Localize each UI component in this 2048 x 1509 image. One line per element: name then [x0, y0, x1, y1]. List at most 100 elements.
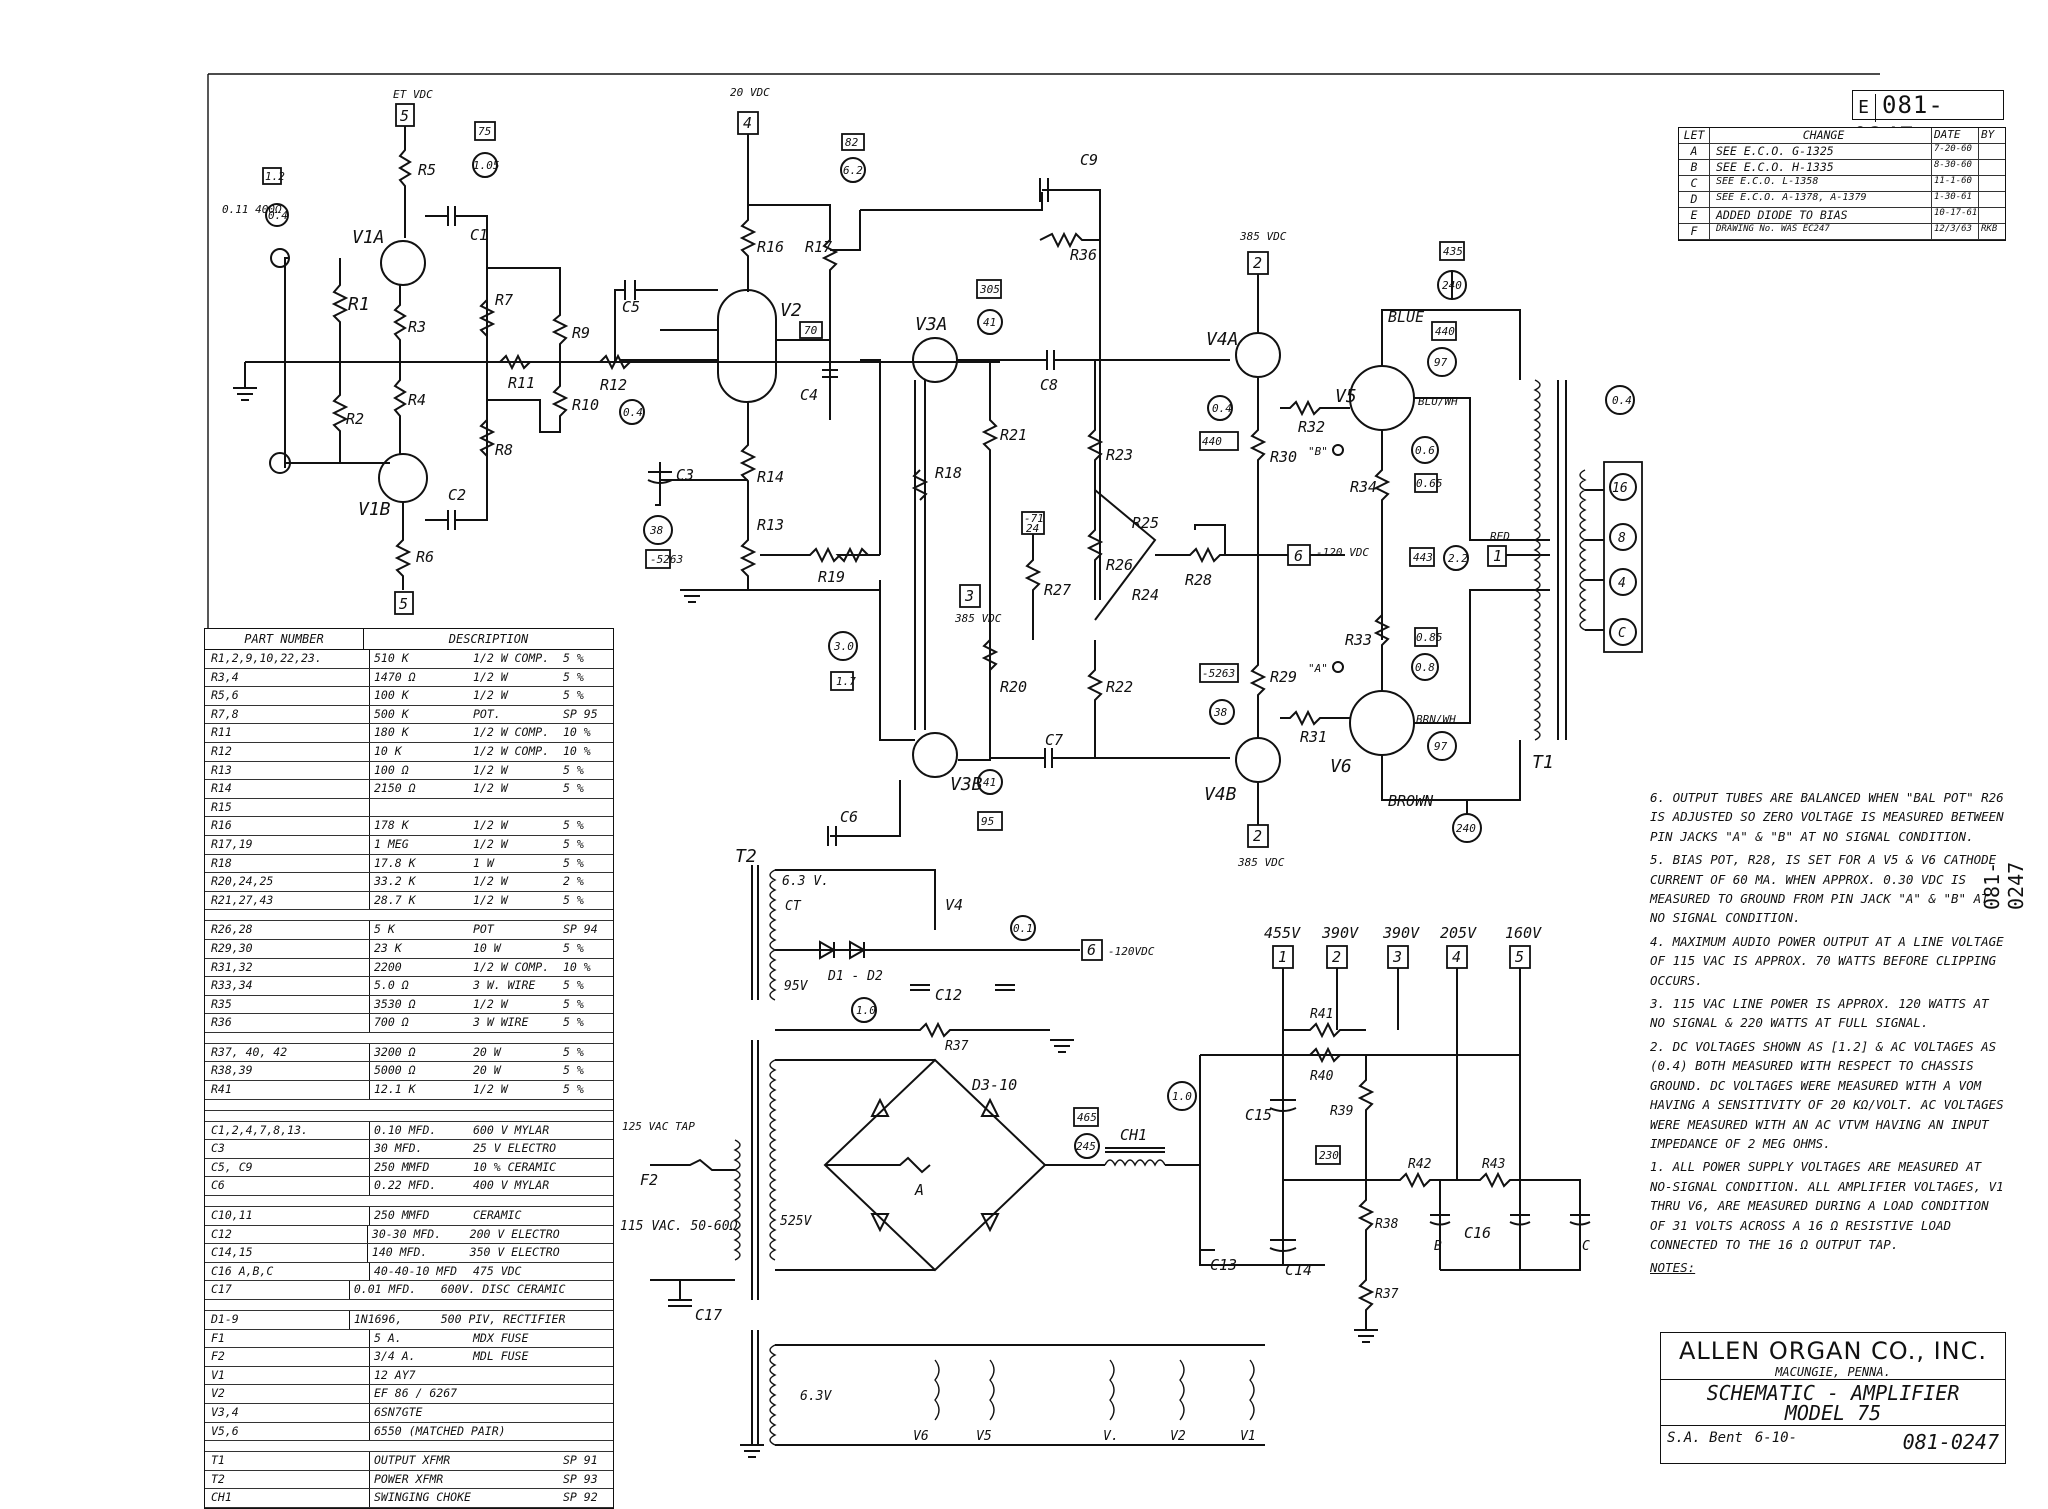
svg-text:3.0: 3.0 — [833, 640, 854, 653]
output-tap-4[interactable] — [1609, 568, 1637, 596]
part-number: T1 — [205, 1452, 370, 1470]
part-description: 10 W — [473, 940, 501, 955]
svg-text:5: 5 — [400, 107, 409, 125]
parts-table-row: R15 — [205, 798, 613, 818]
parts-table-spacer — [205, 1100, 613, 1111]
part-description: 1 W — [473, 855, 494, 870]
output-tap-16[interactable] — [1609, 473, 1637, 501]
svg-text:390V: 390V — [1321, 924, 1359, 942]
r5-label: R5 — [418, 161, 436, 179]
change-table-header: LET CHANGE DATE BY — [1679, 128, 2005, 144]
output-tap-8[interactable] — [1609, 523, 1637, 551]
r11-label: R11 — [508, 374, 535, 392]
c3-label: C3 — [676, 466, 694, 484]
part-value: 250 MMFD — [374, 1159, 430, 1174]
parts-table-header: PART NUMBER DESCRIPTION — [205, 629, 613, 650]
output-tap-c[interactable] — [1609, 618, 1637, 646]
red-wire-label: RED — [1490, 530, 1510, 543]
svg-text:125 VAC TAP: 125 VAC TAP — [622, 1120, 695, 1133]
c15-label: C15 — [1245, 1106, 1272, 1124]
part-description — [469, 1471, 559, 1489]
svg-text:440: 440 — [1202, 435, 1222, 448]
v1b-tube-icon — [378, 453, 428, 503]
notes-section: 6. OUTPUT TUBES ARE BALANCED WHEN "BAL P… — [1650, 788, 2004, 1282]
svg-text:20 VDC: 20 VDC — [730, 86, 770, 99]
part-tolerance: SP 94 — [563, 922, 598, 937]
part-number: C17 — [205, 1281, 350, 1299]
svg-text:6.3 V.: 6.3 V. — [782, 874, 829, 889]
part-value: 1 MEG — [374, 836, 409, 851]
part-number: R21,27,43 — [205, 891, 370, 910]
part-number: R29,30 — [205, 939, 370, 958]
c4-label: C4 — [800, 386, 818, 404]
v3a-label: V3A — [915, 314, 948, 335]
part-value: 0.10 MFD. — [374, 1122, 437, 1137]
c13-label: C13 — [1210, 1256, 1237, 1274]
v3b-tube-icon — [912, 732, 958, 778]
r4-label: R4 — [408, 391, 426, 409]
part-description: 1/2 W — [473, 669, 508, 684]
part-number: C6 — [205, 1177, 370, 1196]
heater-connections: V6 V5 V. V2 V1 — [913, 1359, 1256, 1444]
svg-text:305: 305 — [979, 283, 1000, 296]
svg-text:385 VDC: 385 VDC — [954, 612, 1002, 625]
part-number: R14 — [205, 780, 370, 798]
part-value: 5000 Ω — [374, 1063, 416, 1078]
r28-label: R28 — [1185, 571, 1212, 589]
part-tolerance: SP 95 — [563, 706, 598, 721]
svg-text:3: 3 — [964, 587, 974, 605]
svg-text:1.2: 1.2 — [265, 170, 285, 183]
part-number: R35 — [205, 995, 370, 1014]
svg-text:-71: -71 — [1024, 512, 1044, 525]
r22-label: R22 — [1106, 678, 1133, 696]
r31-label: R31 — [1300, 728, 1327, 746]
brown-wire-label: BROWN — [1388, 792, 1434, 810]
part-value — [370, 799, 469, 817]
note-4: 4. MAXIMUM AUDIO POWER OUTPUT AT A LINE … — [1650, 933, 2004, 988]
part-value: 12.1 K — [374, 1082, 416, 1097]
part-number: R26,28 — [205, 921, 370, 939]
part-tolerance — [559, 1159, 613, 1177]
company-name: ALLEN ORGAN CO., INC. — [1678, 1337, 1988, 1365]
drawing-title: SCHEMATIC - AMPLIFIER MODEL 75 — [1661, 1379, 2005, 1425]
svg-text:525V: 525V — [780, 1214, 812, 1229]
svg-text:24: 24 — [1026, 522, 1039, 535]
part-tolerance — [559, 1385, 613, 1403]
r29-label: R29 — [1270, 668, 1297, 686]
part-value: 0.01 MFD. — [353, 1282, 417, 1297]
part-number: R12 — [205, 742, 370, 761]
svg-text:3: 3 — [1392, 948, 1402, 966]
part-number: R16 — [205, 817, 370, 835]
svg-text:4: 4 — [1452, 948, 1461, 966]
part-description: 1/2 W — [473, 892, 508, 907]
ground-symbol-icon — [1354, 1329, 1378, 1343]
part-tolerance: 5 % — [563, 651, 584, 665]
r40-label: R40 — [1310, 1069, 1334, 1084]
blue-wire-label: BLUE — [1388, 308, 1424, 326]
svg-text:38: 38 — [649, 524, 664, 537]
part-description: 20 W — [473, 1063, 501, 1078]
r14-label: R14 — [757, 468, 784, 486]
svg-text:5: 5 — [399, 595, 408, 613]
interstage-pots: R7 R8 R9 R10 R11 R12 0.4 — [478, 267, 660, 470]
v1b-label: V1B — [358, 499, 391, 520]
part-value: 700 Ω — [374, 1015, 409, 1030]
part-description — [469, 1489, 559, 1507]
part-number: C10,11 — [205, 1207, 370, 1225]
t1-label: T1 — [1532, 752, 1554, 773]
svg-text:1.7: 1.7 — [836, 675, 856, 688]
r24-label: R24 — [1132, 586, 1159, 604]
